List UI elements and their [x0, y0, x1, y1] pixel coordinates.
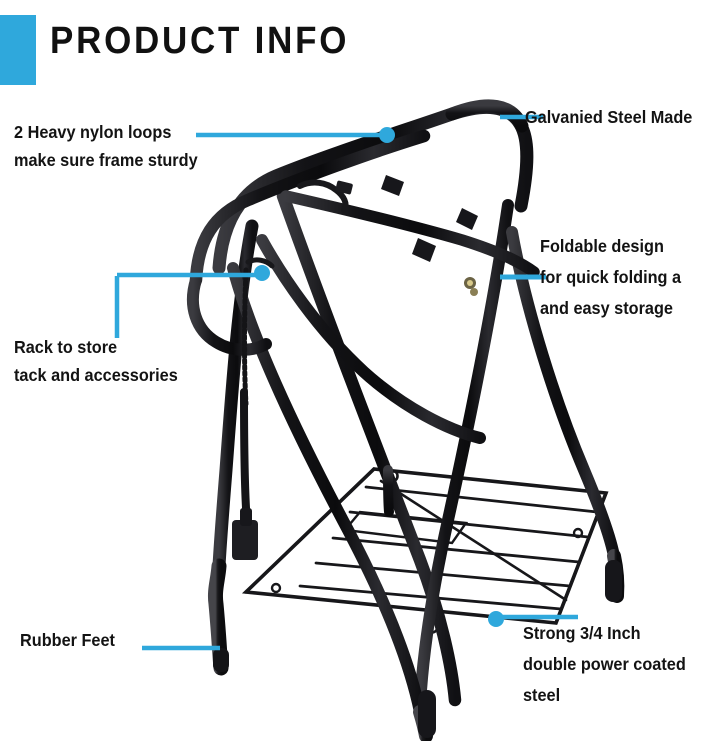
rubber-foot-right	[605, 560, 622, 602]
page-title: PRODUCT INFO	[50, 20, 350, 62]
pivot-hardware	[464, 277, 478, 296]
callout-rack-storage: Rack to store tack and accessories	[14, 333, 190, 389]
callout-line: tack and accessories	[14, 365, 178, 385]
saddle-cradle-inner	[256, 234, 486, 444]
callout-nylon-loops: 2 Heavy nylon loops make sure frame stur…	[14, 118, 211, 174]
rubber-foot-left	[213, 648, 229, 672]
callout-line: 2 Heavy nylon loops	[14, 122, 172, 142]
callout-line: Rubber Feet	[20, 630, 115, 650]
rubber-foot-front	[418, 690, 436, 738]
callout-rubber-feet: Rubber Feet	[20, 626, 122, 654]
callout-line: Strong 3/4 Inch	[523, 623, 641, 643]
callout-line: steel	[523, 685, 561, 705]
bracket-upper	[381, 175, 404, 196]
callout-line: and easy storage	[540, 298, 673, 318]
bracket-right	[456, 208, 478, 230]
x-frame-bar-a	[276, 189, 462, 707]
blue-accent-bar	[0, 15, 36, 85]
front-left-leg	[227, 262, 426, 718]
callout-line: double power coated	[523, 654, 686, 674]
cradle-left-return	[186, 274, 272, 356]
strap-buckle	[232, 520, 258, 560]
nylon-loop-upper	[297, 179, 353, 213]
saddle-cradle-front	[189, 129, 431, 287]
callout-line: Galvanied Steel Made	[525, 107, 693, 127]
nylon-loop-lower	[232, 257, 275, 560]
saddle-rack-drawing	[186, 99, 625, 741]
right-rear-leg	[506, 226, 620, 562]
callout-line: for quick folding a	[540, 267, 682, 287]
callout-strong-steel: Strong 3/4 Inch double power coated stee…	[523, 618, 698, 711]
top-rear-rail	[280, 190, 540, 278]
callout-line: make sure frame sturdy	[14, 150, 198, 170]
x-frame-bar-b	[415, 199, 514, 696]
top-hoop-right	[445, 99, 529, 133]
callout-line: Foldable design	[540, 236, 664, 256]
bracket-mid	[412, 238, 436, 262]
shelf-post-rear	[383, 465, 394, 517]
callout-galvanized-steel: Galvanied Steel Made	[525, 104, 705, 130]
callout-line: Rack to store	[14, 337, 118, 357]
callout-foldable-design: Foldable design for quick folding a and …	[540, 231, 692, 324]
